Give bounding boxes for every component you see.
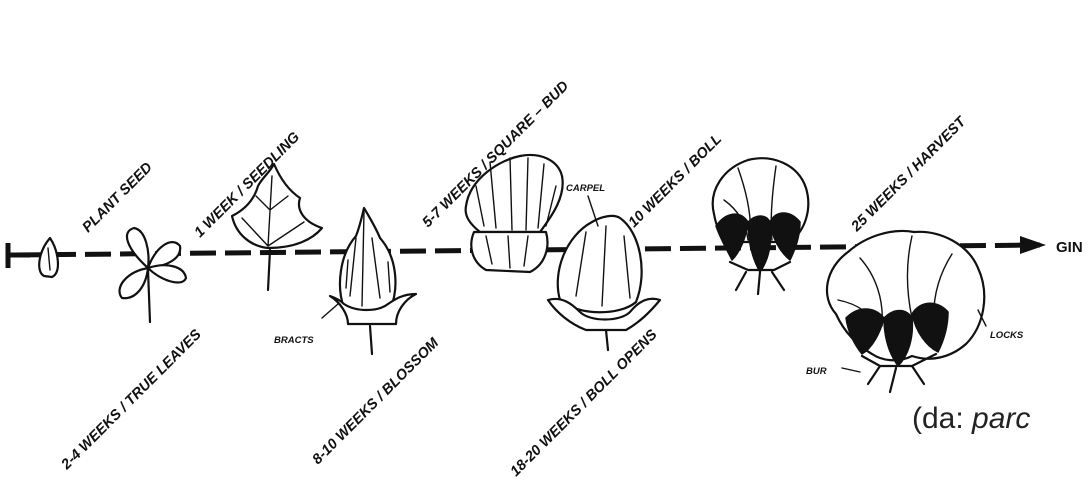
- timeline-start-cap: [8, 243, 30, 268]
- stage-label-true-leaves: 2-4 WEEKS / TRUE LEAVES: [58, 326, 205, 473]
- stage-label-plant-seed: PLANT SEED: [80, 159, 157, 236]
- part-label-locks: LOCKS: [990, 330, 1024, 341]
- stage-label-boll-opens: 18-20 WEEKS / BOLL OPENS: [508, 327, 661, 480]
- blossom-illustration-icon: [322, 208, 416, 354]
- stage-label-blossom: 8-10 WEEKS / BLOSSOM: [310, 335, 443, 468]
- part-label-bur: BUR: [806, 366, 827, 377]
- source-name: parc: [972, 402, 1030, 435]
- stage-label-harvest: 25 WEEKS / HARVEST: [848, 113, 970, 235]
- timeline-end-label: GIN: [1056, 239, 1083, 256]
- part-label-carpel: CARPEL: [566, 183, 605, 194]
- stage-label-boll: 10 WEEKS / BOLL: [626, 131, 726, 231]
- boll-opens-illustration-icon: [713, 158, 809, 294]
- part-label-bracts: BRACTS: [274, 335, 314, 346]
- seed-illustration-icon: [39, 238, 58, 277]
- source-prefix: (da:: [912, 402, 972, 435]
- timeline-arrow-icon: [1020, 236, 1046, 254]
- seedling-illustration-icon: [120, 228, 186, 322]
- source-credit: (da: parc: [912, 402, 1030, 436]
- harvest-illustration-icon: [827, 231, 986, 392]
